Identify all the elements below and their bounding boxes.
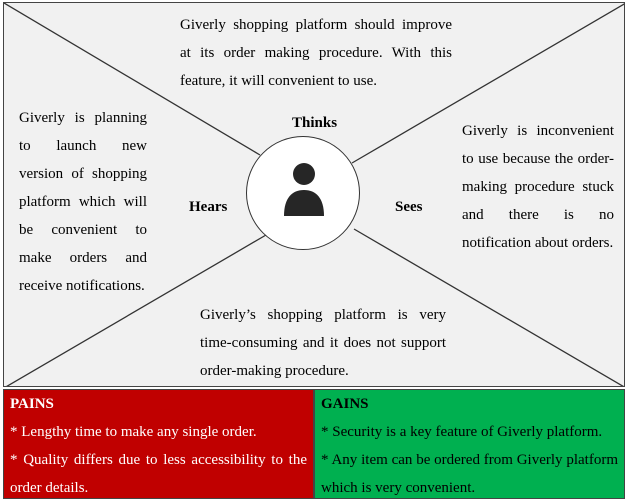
center-circle xyxy=(246,136,360,250)
diagonal-lines xyxy=(4,3,624,386)
gains-panel: GAINS * Security is a key feature of Giv… xyxy=(314,389,625,499)
gains-title: GAINS xyxy=(321,396,369,412)
sees-label: Sees xyxy=(395,199,423,215)
thinks-label: Thinks xyxy=(292,115,338,131)
empathy-map: Giverly shopping platform should improve… xyxy=(3,2,625,387)
pains-panel: PAINS * Lengthy time to make any single … xyxy=(3,389,314,499)
pains-title: PAINS xyxy=(10,396,54,412)
sees-text: Giverly is inconvenient to use because t… xyxy=(462,123,614,251)
gains-item: * Security is a key feature of Giverly p… xyxy=(321,424,603,440)
pains-item: * Lengthy time to make any single order. xyxy=(10,424,257,440)
gains-item: * Any item can be ordered from Giverly p… xyxy=(321,452,618,496)
hears-label: Hears xyxy=(189,199,228,215)
thinks-text: Giverly shopping platform should improve… xyxy=(180,17,452,89)
bottom-text: Giverly’s shopping platform is very time… xyxy=(200,307,446,379)
hears-text: Giverly is planning to launch new versio… xyxy=(19,110,147,294)
person-icon xyxy=(284,163,324,216)
pains-item: * Quality differs due to less accessibil… xyxy=(10,452,307,496)
